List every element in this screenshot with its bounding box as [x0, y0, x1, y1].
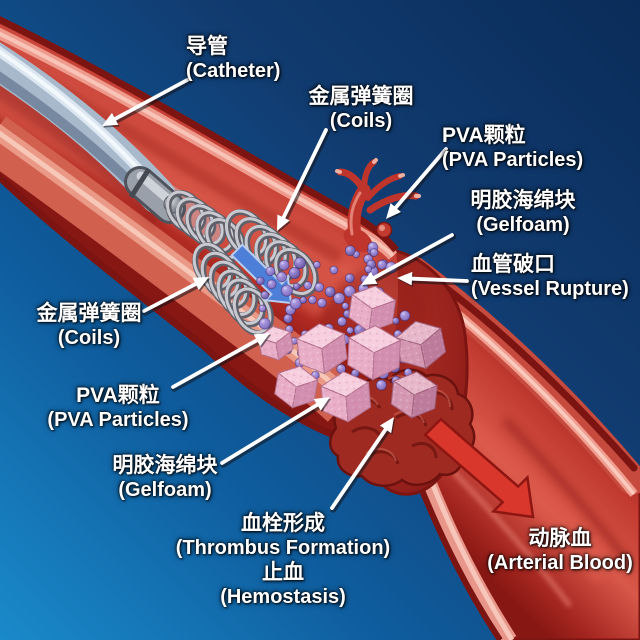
label-pva-top: PVA颗粒 (PVA Particles) [442, 123, 583, 172]
label-arterial-blood-en: (Arterial Blood) [487, 552, 633, 574]
catheter-tip [124, 166, 186, 224]
flow-arrow-red-icon [423, 417, 535, 519]
pva-particle [278, 259, 290, 271]
label-arterial-blood-cn: 动脉血 [528, 527, 592, 550]
pva-particle [369, 248, 379, 257]
pva-particle [299, 296, 308, 304]
leader-arrow [386, 147, 451, 221]
leader-arrow [277, 128, 331, 233]
label-pva-left-en: (PVA Particles) [47, 409, 189, 431]
pva-particle [280, 284, 293, 297]
pva-particle [289, 297, 302, 310]
gelfoam-cube [347, 325, 402, 381]
label-coils-top: 金属弹簧圈 (Coils) [309, 84, 414, 133]
pva-particle [313, 260, 321, 269]
leader-arrow [330, 417, 396, 513]
label-coils-left-cn: 金属弹簧圈 [36, 302, 142, 325]
pva-particle [376, 259, 387, 270]
pva-particle [308, 295, 317, 305]
label-coils-top-cn: 金属弹簧圈 [308, 85, 414, 108]
gelfoam-cube [274, 365, 319, 409]
label-pva-left: PVA颗粒 (PVA Particles) [47, 383, 188, 432]
gelfoam-cubes-graphic [257, 285, 447, 423]
pva-particle [333, 292, 346, 305]
label-gelfoam-right: 明胶海绵块 (Gelfoam) [471, 188, 576, 237]
label-coils-left: 金属弹簧圈 (Coils) [37, 301, 142, 350]
pva-particle [316, 297, 327, 308]
leader-arrow [102, 77, 194, 128]
pva-particle [341, 302, 350, 310]
label-pva-top-cn: PVA颗粒 [442, 124, 526, 147]
pva-particle [265, 266, 276, 277]
pva-particle [344, 245, 356, 257]
flow-arrow-blue-icon [230, 243, 293, 305]
label-pva-left-cn: PVA颗粒 [76, 384, 160, 407]
gelfoam-cube [348, 285, 397, 333]
label-thrombus-en: (Thrombus Formation) [175, 537, 391, 559]
gelfoam-cube [320, 371, 372, 423]
label-gelfoam-left-en: (Gelfoam) [118, 479, 212, 501]
pva-particle [283, 313, 294, 324]
label-coils-left-en: (Coils) [57, 327, 121, 349]
label-catheter: 导管 (Catheter) [186, 34, 280, 83]
pva-particle [258, 317, 271, 330]
leader-arrow [171, 333, 272, 392]
catheter-graphic [0, 42, 227, 245]
label-gelfoam-right-cn: 明胶海绵块 [470, 189, 576, 212]
pva-particle [255, 276, 265, 286]
label-vessel-rupture: 血管破口 (Vessel Rupture) [471, 252, 629, 301]
label-thrombus: 血栓形成 (Thrombus Formation) 止血 (Hemostasis… [176, 511, 390, 609]
gelfoam-cube [390, 371, 439, 419]
leader-arrow [142, 277, 211, 316]
pva-particle [346, 326, 354, 335]
pva-particle [399, 310, 411, 322]
pva-particle [276, 271, 288, 283]
pva-particle [336, 316, 347, 327]
label-hemostasis-en: (Hemostasis) [220, 586, 346, 608]
pva-particle [260, 290, 270, 300]
label-hemostasis-cn: 止血 [262, 561, 304, 584]
label-coils-top-en: (Coils) [329, 110, 393, 132]
pva-particle [391, 317, 400, 325]
label-catheter-cn: 导管 [186, 35, 228, 58]
pva-particle [329, 265, 339, 275]
pva-particle [266, 279, 277, 290]
pva-particle [375, 379, 387, 391]
label-thrombus-cn: 血栓形成 [241, 512, 325, 535]
label-gelfoam-left-cn: 明胶海绵块 [112, 454, 218, 477]
leader-arrow [361, 233, 457, 287]
label-vessel-rupture-cn: 血管破口 [471, 253, 555, 276]
label-gelfoam-left: 明胶海绵块 (Gelfoam) [113, 453, 218, 502]
gelfoam-cube [257, 325, 294, 361]
coil-graphic [192, 242, 274, 337]
pva-particle [292, 282, 301, 291]
gelfoam-cube [295, 323, 348, 375]
pva-particle [324, 286, 336, 298]
label-vessel-rupture-en: (Vessel Rupture) [471, 278, 629, 300]
label-pva-top-en: (PVA Particles) [442, 149, 584, 171]
leader-arrows [102, 77, 472, 513]
pva-particle [364, 265, 373, 274]
label-catheter-en: (Catheter) [186, 60, 281, 82]
pva-particle [303, 281, 313, 290]
pva-particle [314, 282, 325, 293]
gelfoam-cube [394, 320, 447, 370]
leader-arrow [220, 397, 332, 468]
pva-particle [258, 304, 267, 313]
pva-particle [344, 273, 355, 284]
leader-arrow [397, 271, 472, 288]
pva-particle [288, 266, 301, 279]
label-gelfoam-right-en: (Gelfoam) [476, 214, 570, 236]
pva-particle [293, 256, 306, 269]
label-arterial-blood: 动脉血 (Arterial Blood) [487, 526, 633, 575]
